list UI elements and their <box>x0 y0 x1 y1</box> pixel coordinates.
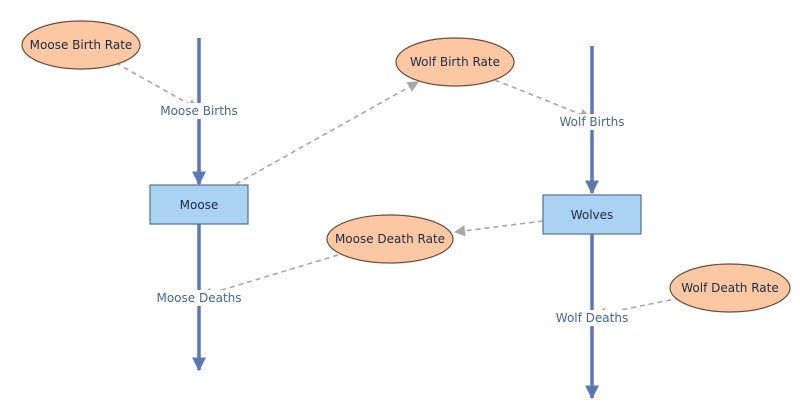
stock-moose[interactable]: Moose <box>149 184 249 225</box>
moose-deaths-label: Moose Deaths <box>156 291 241 305</box>
variable-wolf-death-rate[interactable]: Wolf Death Rate <box>669 263 791 313</box>
link-moose-to-wolf-birth-rate <box>235 81 419 185</box>
wolf-death-rate-label: Wolf Death Rate <box>681 281 779 295</box>
stock-moose-label: Moose <box>180 198 219 212</box>
stock-wolves[interactable]: Wolves <box>542 194 642 235</box>
wolf-deaths-label-bg <box>553 310 633 326</box>
wolf-births-label: Wolf Births <box>560 115 625 129</box>
moose-births-label-bg <box>156 103 242 119</box>
stock-wolves-label: Wolves <box>571 208 614 222</box>
link-moose-birth-rate-to-moose-births <box>115 62 199 110</box>
moose-birth-rate-label: Moose Birth Rate <box>30 38 133 52</box>
link-wolf-birth-rate-to-wolf-births <box>494 79 592 120</box>
wolf-births-label-bg <box>555 114 631 130</box>
variable-wolf-birth-rate[interactable]: Wolf Birth Rate <box>395 37 515 87</box>
moose-death-rate-label: Moose Death Rate <box>335 232 445 246</box>
variable-moose-birth-rate[interactable]: Moose Birth Rate <box>21 20 141 70</box>
variable-moose-death-rate[interactable]: Moose Death Rate <box>326 214 454 264</box>
moose-births-label: Moose Births <box>160 104 238 118</box>
moose-deaths-label-bg <box>154 290 244 306</box>
wolf-birth-rate-label: Wolf Birth Rate <box>410 55 500 69</box>
link-moose-death-rate-to-moose-deaths <box>200 254 339 299</box>
link-wolves-to-moose-death-rate <box>453 220 544 237</box>
wolf-deaths-label: Wolf Deaths <box>556 311 628 325</box>
